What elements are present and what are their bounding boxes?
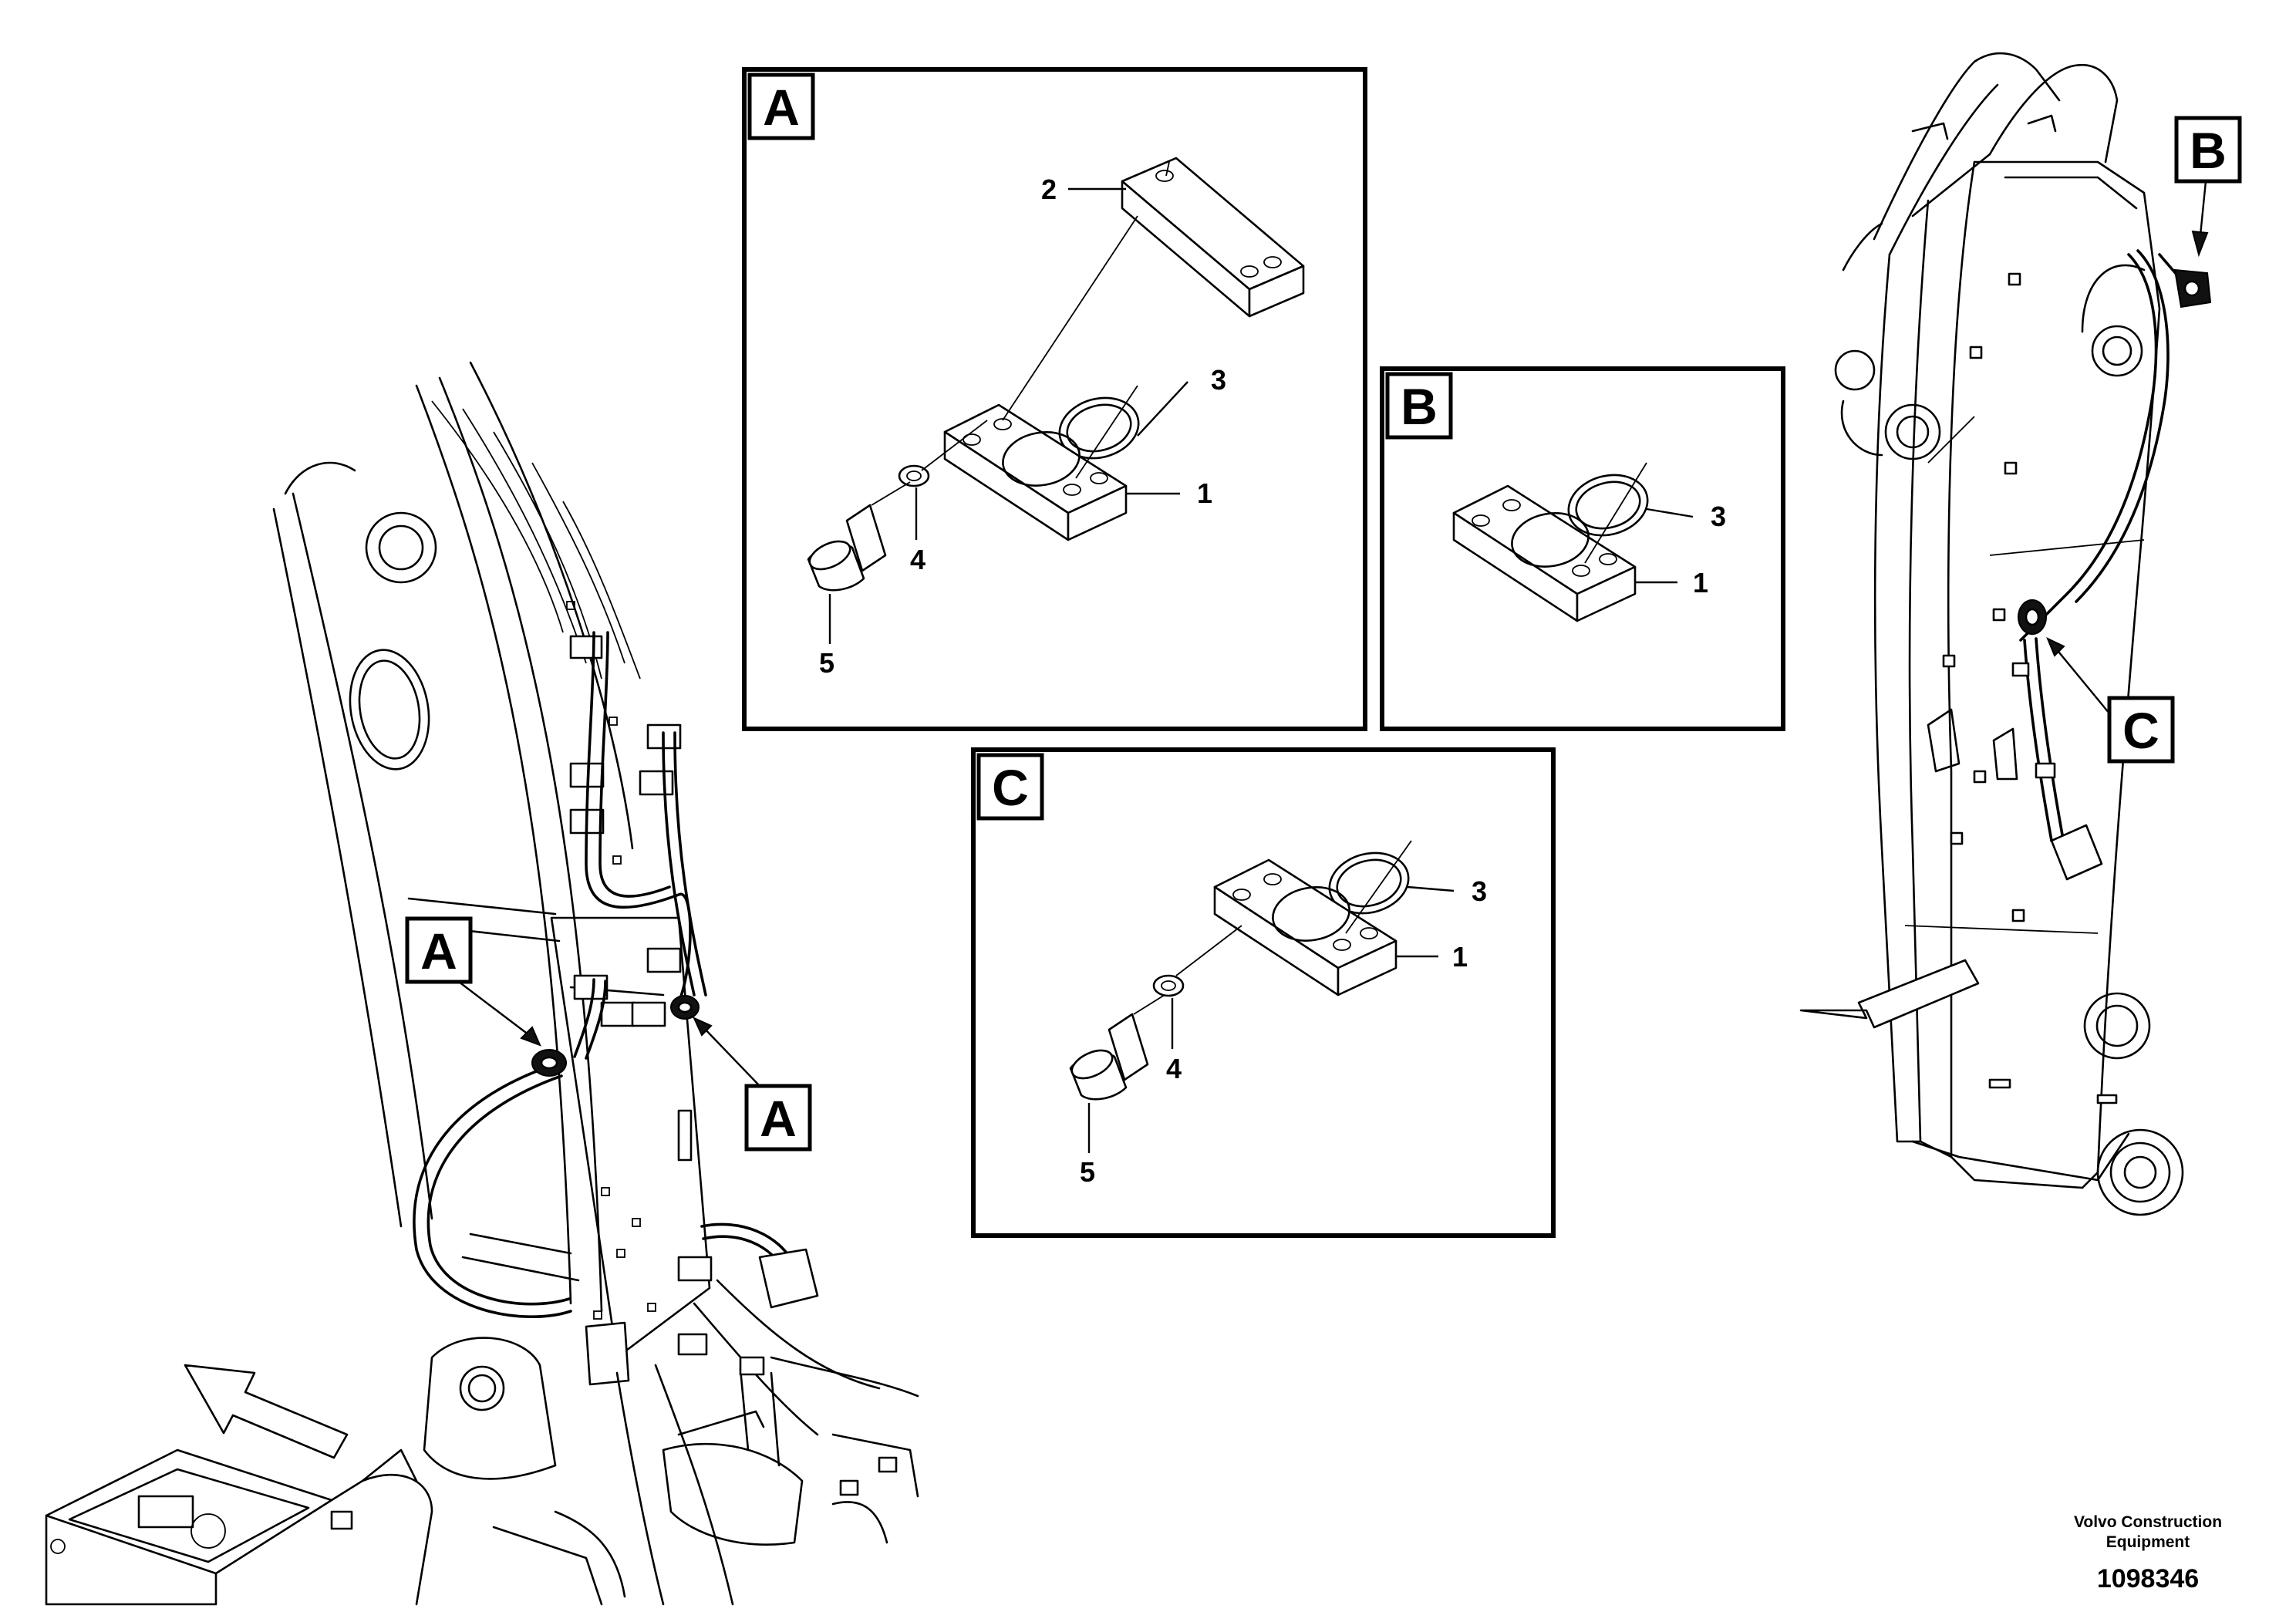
svg-text:A: A [420,922,457,980]
brand-line-2: Equipment [2106,1533,2190,1551]
svg-text:B: B [2190,122,2227,179]
footer: Volvo Construction Equipment 1098346 [2074,1513,2222,1593]
detail-view-a: A [742,67,1367,731]
location-tag-right-top: B [2174,116,2242,258]
view-tag-b [1385,372,1453,440]
drawing-number: 1098346 [2097,1564,2199,1593]
boom-base-illustration [45,361,919,1606]
forward-direction-arrow-right [1799,959,1980,1029]
location-tag-left-lower: A [692,1016,812,1152]
callout-a-4: 4 [910,544,925,575]
callout-a-2: 2 [1041,174,1057,205]
part-4-washer [1152,974,1185,997]
callout-c-5: 5 [1080,1156,1095,1188]
callout-a-1: 1 [1197,477,1212,509]
detail-view-b: B 3 1 [1380,366,1785,731]
callout-a-3: 3 [1211,364,1226,396]
part-2-cover-plate [1121,157,1305,318]
part-1-flange-plate [1213,858,1397,996]
forward-direction-arrow-left [184,1364,349,1459]
svg-text:A: A [760,1090,797,1147]
detail-view-c: C 3 1 4 [971,747,1556,1238]
brand-line-1: Volvo Construction [2074,1513,2222,1531]
part-5-bolt [807,504,887,592]
callout-b-3: 3 [1711,501,1726,532]
view-tag-c-label: C [992,759,1029,816]
detail-frame-a [742,67,1367,731]
location-tag-left-upper: A [405,916,541,1047]
part-1-flange-plate [943,403,1128,541]
callout-a-5: 5 [819,647,834,679]
callout-c-3: 3 [1472,875,1487,907]
view-tag-a-label: A [763,79,800,136]
callout-b-1: 1 [1693,567,1708,599]
callout-c-1: 1 [1452,941,1468,973]
location-tag-right-middle: C [2046,636,2175,764]
view-tag-c [976,753,1044,821]
svg-text:C: C [2122,702,2159,759]
part-4-washer [898,464,930,487]
part-1-flange-plate [1452,484,1637,622]
view-tag-b-label: B [1401,378,1438,435]
boom-illustration [1834,52,2212,1216]
detail-frame-c [971,747,1556,1238]
callout-c-4: 4 [1166,1053,1182,1084]
view-tag-a [747,73,815,140]
part-5-bolt [1069,1013,1149,1101]
